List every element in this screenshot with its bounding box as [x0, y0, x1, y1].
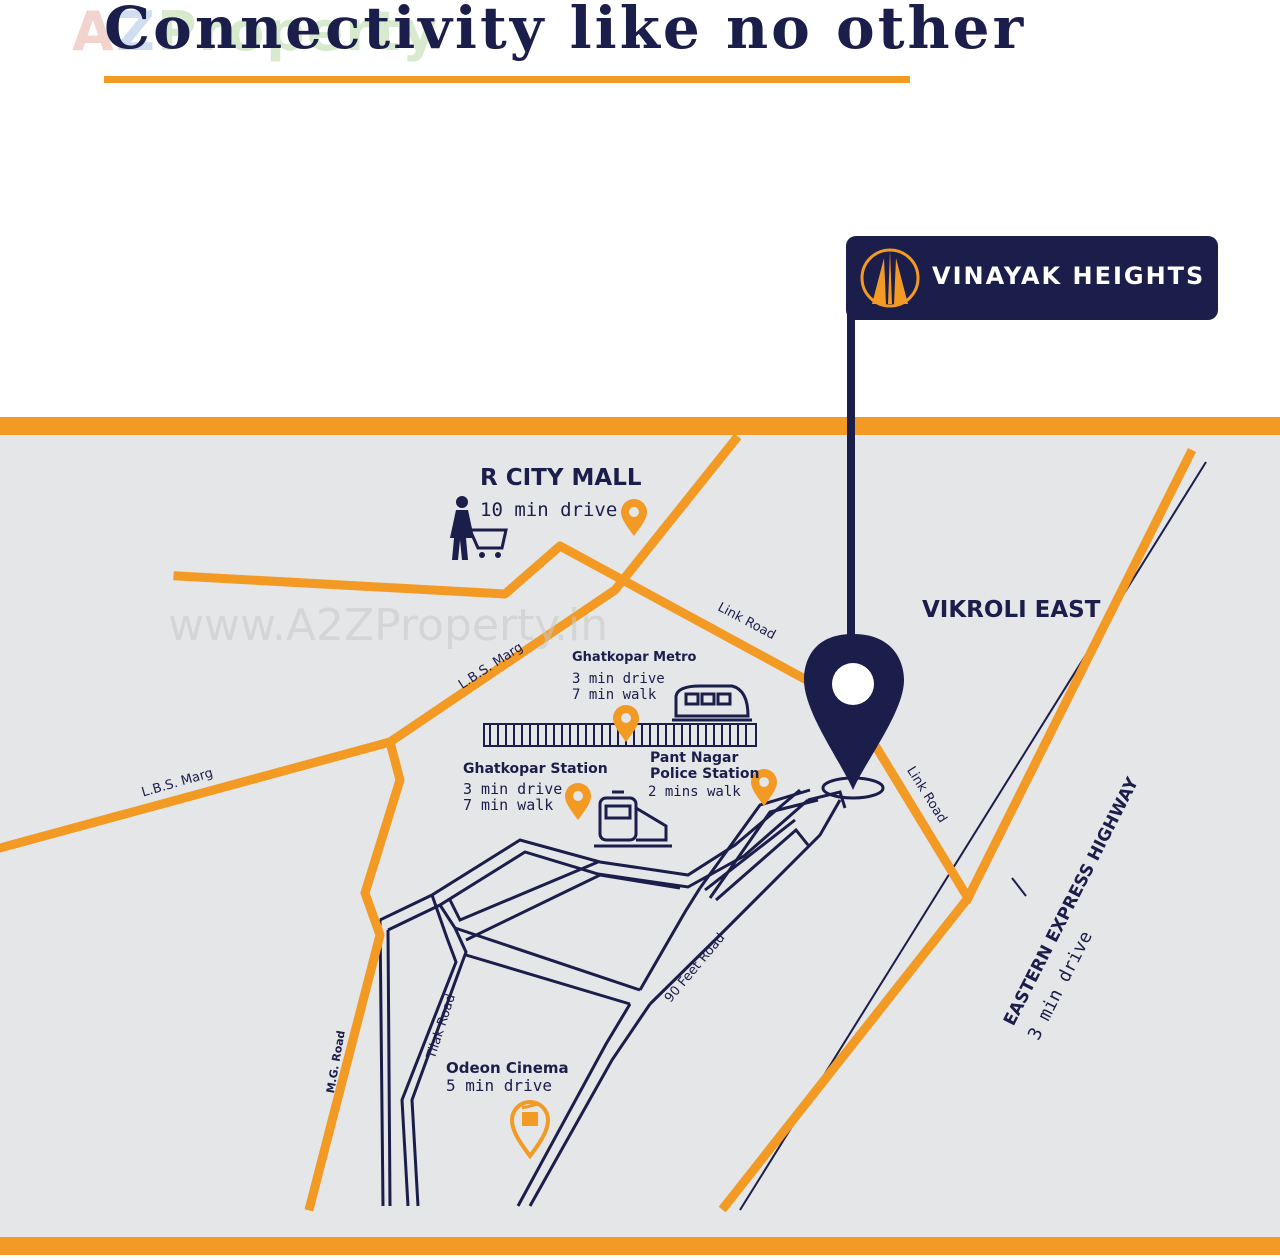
- ghatkopar-metro-drive: 3 min drive: [572, 671, 665, 687]
- main-roads: [0, 433, 1197, 1213]
- odeon-cinema-name: Odeon Cinema: [446, 1059, 569, 1077]
- odeon-cinema-detail: 5 min drive: [446, 1076, 552, 1095]
- location-pin: [804, 280, 904, 800]
- watermark-url: www.A2ZProperty.in: [168, 600, 609, 651]
- rcity-mall-detail: 10 min drive: [480, 499, 618, 521]
- project-banner: VINAYAK HEIGHTS: [846, 236, 1218, 320]
- map-background: [0, 426, 1280, 1244]
- ghatkopar-metro-walk: 7 min walk: [572, 687, 657, 703]
- pant-nagar-detail: 2 mins walk: [648, 784, 741, 800]
- title-underline: [104, 76, 910, 83]
- area-label: VIKROLI EAST: [922, 597, 1101, 623]
- pant-nagar-name-line2: Police Station: [650, 766, 760, 782]
- watermark-logo: AZProperty: [72, 0, 440, 63]
- ghatkopar-station-name: Ghatkopar Station: [463, 761, 608, 777]
- shopping-cart-icon: [450, 496, 508, 560]
- ghatkopar-station-drive: 3 min drive: [463, 780, 563, 798]
- pant-nagar-name-line1: Pant Nagar: [650, 750, 739, 766]
- station-train-icon: [594, 790, 672, 848]
- project-name: VINAYAK HEIGHTS: [932, 262, 1206, 290]
- rcity-mall-name: R CITY MALL: [480, 465, 642, 491]
- cinema-pin: [509, 1100, 551, 1160]
- metro-train-icon: [672, 684, 752, 722]
- ghatkopar-station-walk: 7 min walk: [463, 796, 554, 814]
- building-logo-icon: [860, 248, 920, 308]
- ghatkopar-metro-name: Ghatkopar Metro: [572, 650, 697, 665]
- page-title: Connectivity like no other: [104, 0, 1027, 62]
- orange-pins: [565, 499, 777, 820]
